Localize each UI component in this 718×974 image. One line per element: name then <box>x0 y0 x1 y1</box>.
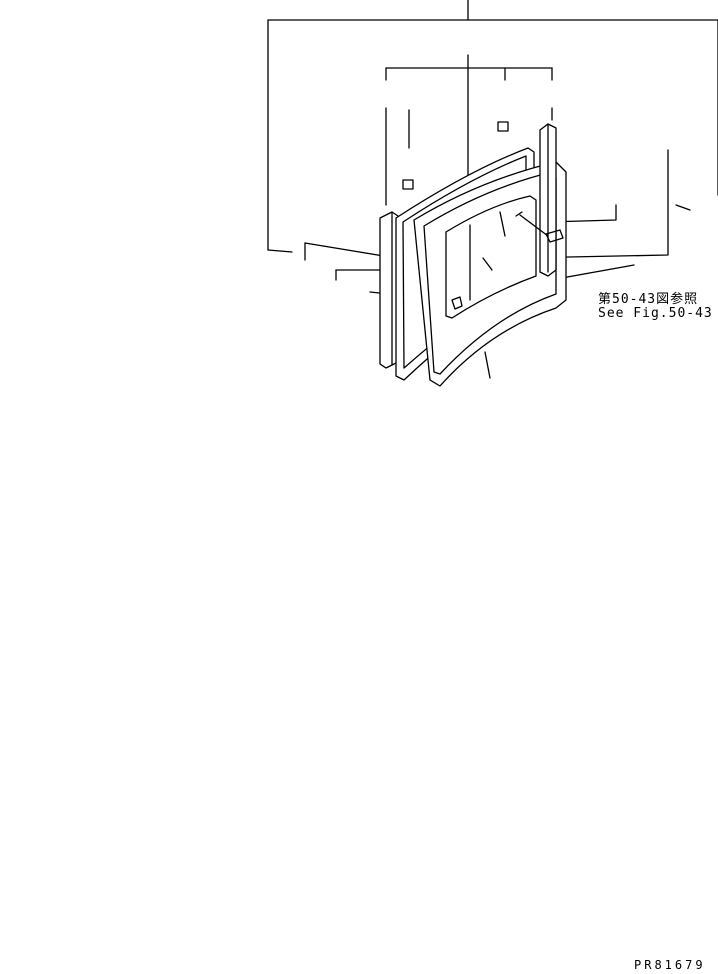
drawing-code: PR81679 <box>634 958 706 972</box>
roof-window-assembly <box>379 121 567 387</box>
top-group-leader-lines <box>267 0 718 301</box>
reference-label-en: See Fig.50-43 <box>598 306 713 321</box>
reference-label-jp: 第50-43図参照 <box>598 292 699 307</box>
